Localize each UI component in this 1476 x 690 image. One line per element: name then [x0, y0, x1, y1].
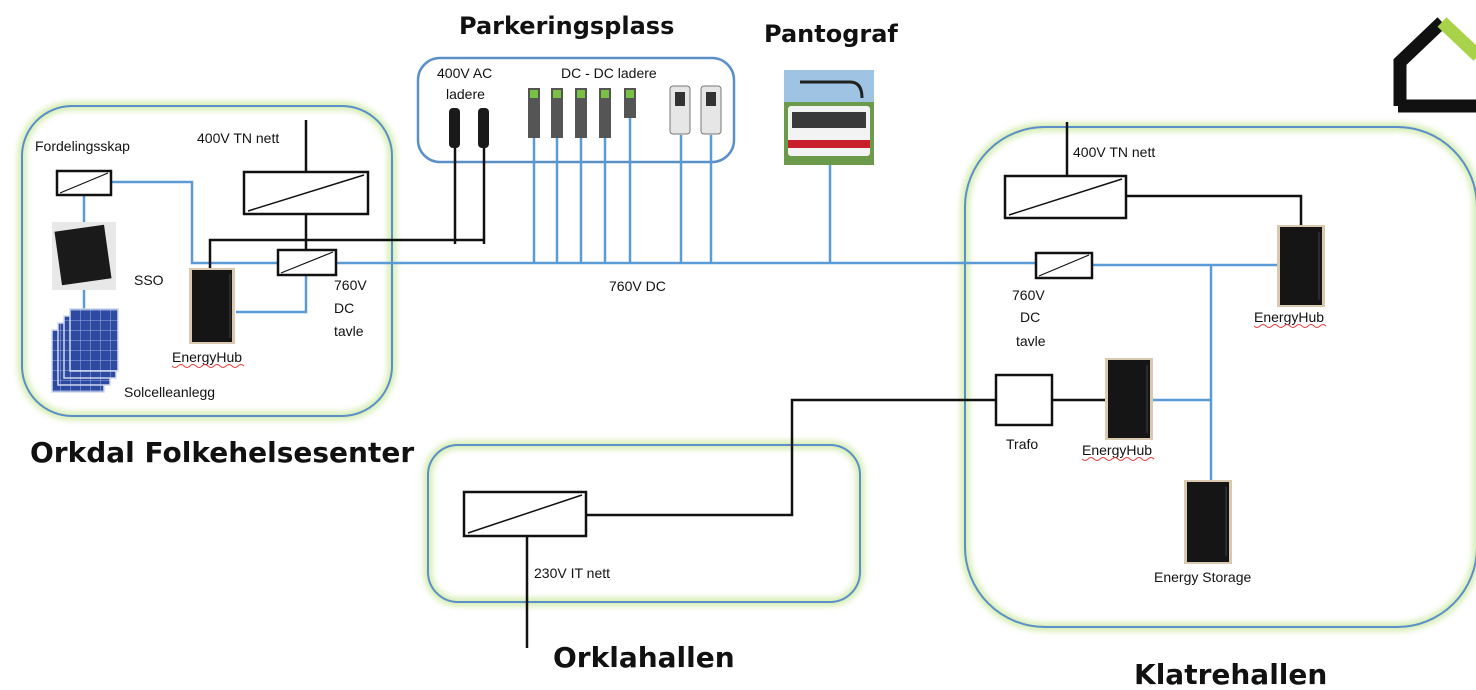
trafo — [994, 373, 1054, 427]
klatrehallen-grid-label: 400V TN nett — [1073, 144, 1155, 160]
orkdal-dc-board-label-3: tavle — [334, 323, 364, 339]
orkdal-title: Orkdal Folkehelsesenter — [30, 436, 414, 469]
parking-ac-label-1: 400V AC — [437, 65, 492, 81]
klatrehallen-dc-board-label-1: 760V — [1012, 287, 1045, 303]
site-parking-boundary — [416, 56, 736, 164]
orkdal-dc-board-label-2: DC — [334, 300, 354, 316]
ac-lines — [208, 120, 1303, 648]
distribution-cabinet-label: Fordelingsskap — [35, 138, 130, 154]
orkdal-energyhub — [189, 268, 235, 344]
klatrehallen-dc-board — [1034, 251, 1094, 280]
parking-ac-label-2: ladere — [446, 86, 485, 102]
klatrehallen-energyhub-mid — [1105, 358, 1153, 440]
orkdal-hub-label: EnergyHub — [172, 349, 242, 365]
house-logo-icon — [1393, 17, 1476, 113]
energy-storage — [1184, 480, 1232, 564]
dc-charger-icon — [528, 85, 722, 138]
klatrehallen-title: Klatrehallen — [1134, 658, 1327, 690]
energy-storage-label: Energy Storage — [1154, 569, 1251, 585]
ac-charger-icon — [449, 108, 489, 148]
orkdal-grid-label: 400V TN nett — [197, 130, 279, 146]
orklahallen-converter — [462, 490, 588, 538]
orklahallen-grid-label: 230V IT nett — [534, 565, 610, 581]
parking-dc-label: DC - DC ladere — [561, 65, 657, 81]
solar-label: Solcelleanlegg — [124, 384, 215, 400]
pantograph-title: Pantograf — [764, 20, 898, 48]
bus-pantograph-photo — [784, 70, 874, 165]
orklahallen-title: Orklahallen — [553, 641, 735, 674]
inverter-sso — [52, 222, 116, 290]
klatrehallen-dc-board-label-2: DC — [1020, 309, 1040, 325]
dc-bus-lines — [82, 118, 1280, 480]
klatrehallen-energyhub-top — [1277, 225, 1325, 307]
solar-panels — [51, 308, 119, 393]
orkdal-dc-board-label-1: 760V — [334, 277, 367, 293]
site-orklahallen-boundary — [423, 440, 865, 607]
parking-title: Parkeringsplass — [459, 12, 674, 40]
site-orkdal-boundary — [17, 101, 397, 421]
klatrehallen-hub-top-label: EnergyHub — [1254, 309, 1324, 325]
klatrehallen-grid-converter — [1003, 174, 1128, 220]
klatrehallen-dc-board-label-3: tavle — [1016, 333, 1046, 349]
trafo-label: Trafo — [1006, 436, 1038, 452]
site-klatrehallen-boundary — [960, 122, 1476, 632]
distribution-cabinet — [55, 169, 113, 197]
inverter-label: SSO — [134, 272, 164, 288]
dc-bus-label: 760V DC — [609, 278, 666, 294]
klatrehallen-hub-mid-label: EnergyHub — [1082, 442, 1152, 458]
orkdal-dc-board — [276, 248, 338, 277]
orkdal-grid-converter — [242, 170, 370, 216]
